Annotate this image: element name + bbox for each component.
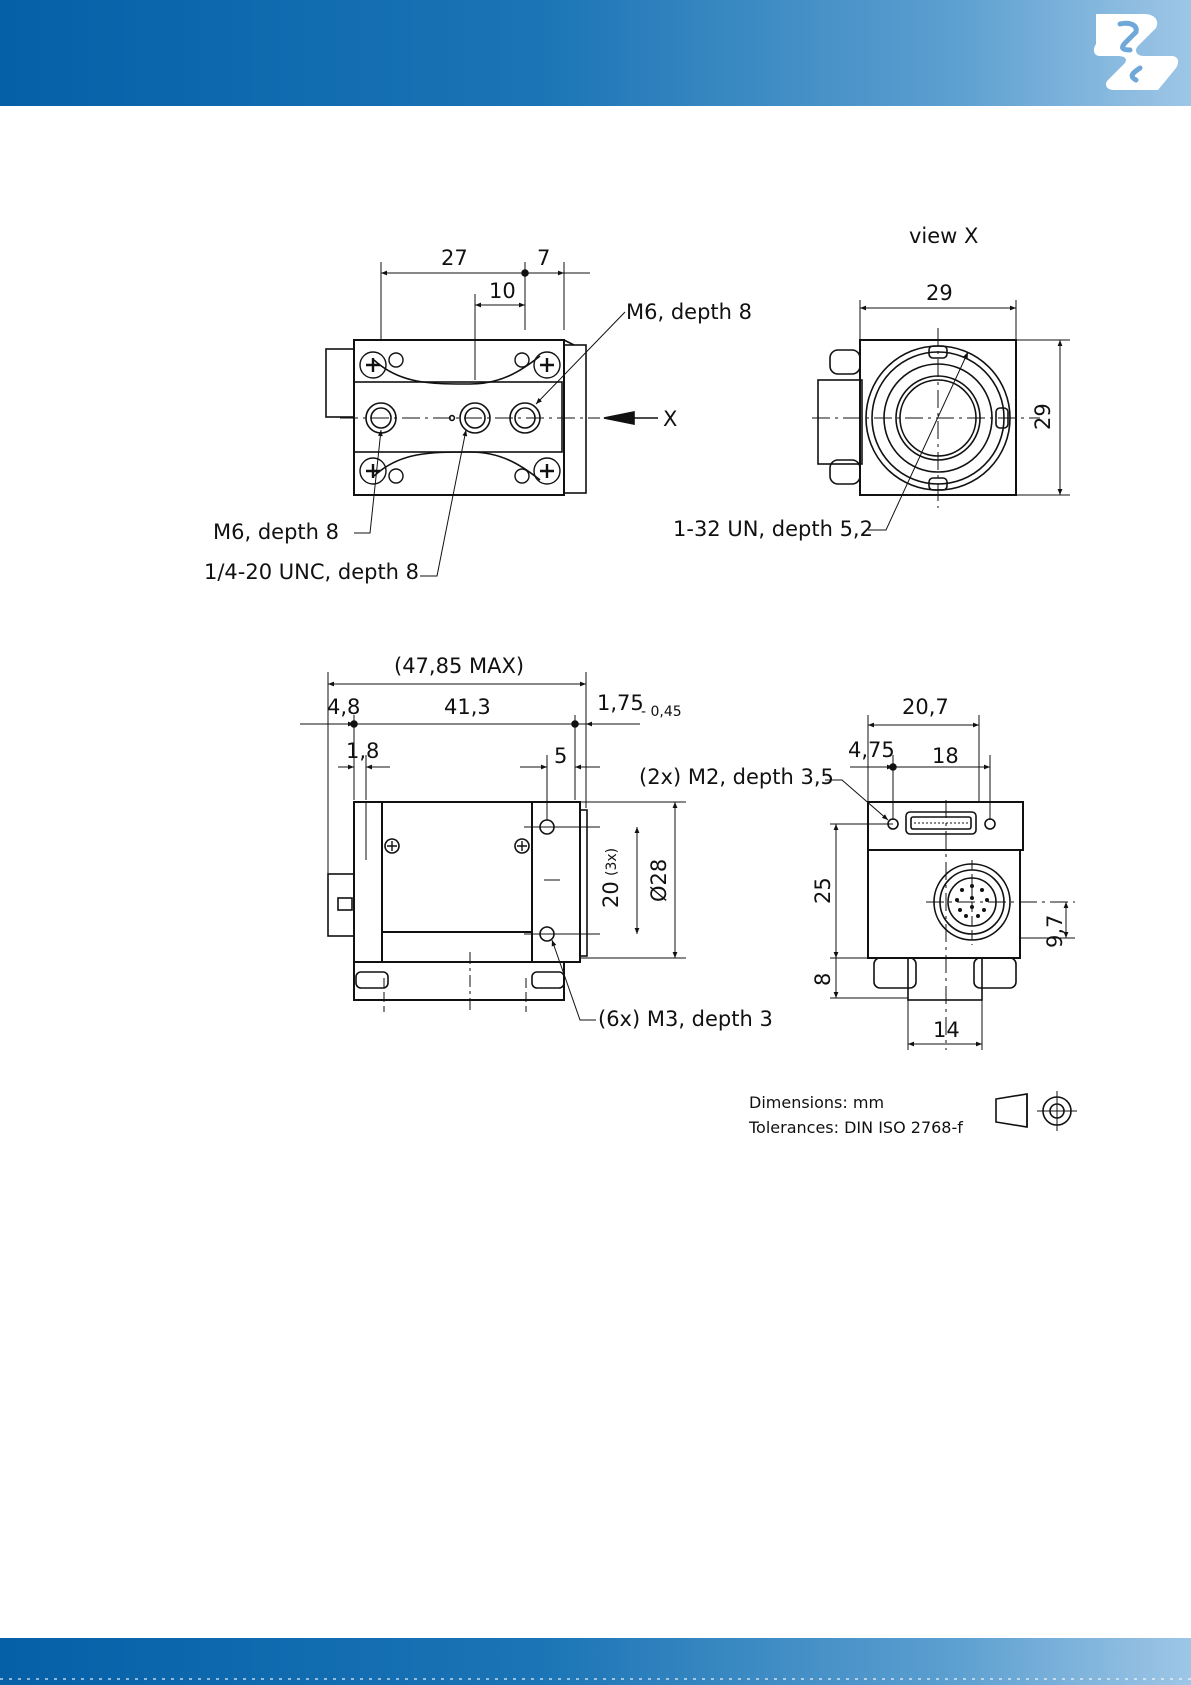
footer-dotted-line bbox=[0, 1678, 1191, 1680]
dim-29-width: 29 bbox=[926, 281, 953, 305]
note-dimensions: Dimensions: mm bbox=[749, 1093, 884, 1112]
dim-diameter-28: Ø28 bbox=[647, 859, 671, 902]
top-view bbox=[326, 262, 658, 576]
dim-4-8: 4,8 bbox=[327, 695, 360, 719]
dim-20-7: 20,7 bbox=[902, 695, 949, 719]
side-view-labels: (47,85 MAX) 4,8 41,3 1,75 - 0,45 1,8 5 2… bbox=[327, 654, 773, 1031]
drawing-notes: Dimensions: mm Tolerances: DIN ISO 2768-… bbox=[748, 1093, 963, 1137]
callout-m6-left: M6, depth 8 bbox=[213, 520, 339, 544]
dim-3x: (3x) bbox=[604, 848, 620, 876]
dim-1-8: 1,8 bbox=[346, 739, 379, 763]
projection-symbol-icon bbox=[1037, 1091, 1077, 1131]
dim-5: 5 bbox=[554, 744, 567, 768]
side-view bbox=[300, 672, 686, 1020]
callout-m3: (6x) M3, depth 3 bbox=[598, 1007, 773, 1031]
dim-4-75: 4,75 bbox=[848, 738, 895, 762]
callout-thread: 1-32 UN, depth 5,2 bbox=[673, 517, 873, 541]
dim-27: 27 bbox=[441, 246, 468, 270]
callout-m6-right: M6, depth 8 bbox=[626, 300, 752, 324]
dim-10: 10 bbox=[489, 279, 516, 303]
callout-m2: (2x) M2, depth 3,5 bbox=[639, 765, 834, 789]
dim-14: 14 bbox=[933, 1018, 960, 1042]
dim-20: 20 bbox=[599, 881, 623, 908]
dim-41-3: 41,3 bbox=[444, 695, 491, 719]
note-tolerances: Tolerances: DIN ISO 2768-f bbox=[748, 1118, 963, 1137]
view-x-title: view X bbox=[909, 224, 978, 248]
tolerance-cone-icon bbox=[996, 1094, 1027, 1127]
dim-29-height: 29 bbox=[1031, 403, 1055, 430]
dim-overall-max: (47,85 MAX) bbox=[394, 654, 524, 678]
dim-8: 8 bbox=[811, 973, 835, 986]
callout-unc: 1/4-20 UNC, depth 8 bbox=[204, 560, 419, 584]
top-view-labels: 27 7 10 M6, depth 8 X M6, depth 8 1/4-20… bbox=[204, 246, 752, 584]
dim-1-75: 1,75 bbox=[597, 691, 644, 715]
dim-7: 7 bbox=[537, 246, 550, 270]
dim-9-7: 9,7 bbox=[1043, 915, 1067, 948]
rear-view-labels: 20,7 4,75 18 (2x) M2, depth 3,5 25 9,7 8… bbox=[639, 695, 1067, 1042]
dim-25: 25 bbox=[811, 877, 835, 904]
dim-18: 18 bbox=[932, 744, 959, 768]
view-x-labels: view X 29 29 1-32 UN, depth 5,2 bbox=[673, 224, 1055, 541]
dim-tolerance: - 0,45 bbox=[641, 704, 682, 720]
view-marker-x: X bbox=[663, 407, 677, 431]
